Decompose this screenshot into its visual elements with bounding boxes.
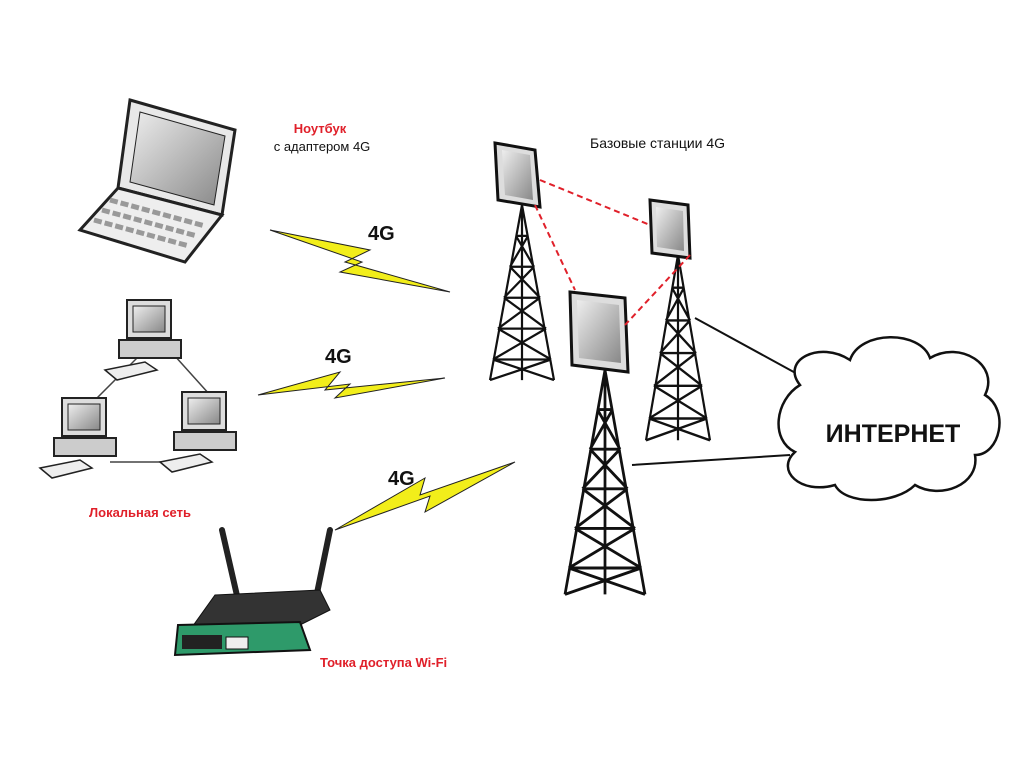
lan-icon xyxy=(39,299,237,479)
base-station-towers xyxy=(488,141,813,596)
link-4g-label: 4G xyxy=(325,346,352,368)
lightning-bolt-icon xyxy=(257,229,516,531)
link-4g-label: 4G xyxy=(368,223,395,245)
link-4g-label: 4G xyxy=(388,468,415,490)
wifi-ap-label: Точка доступа Wi-Fi xyxy=(320,655,447,670)
lan-label: Локальная сеть xyxy=(89,505,191,520)
laptop-label: Ноутбук xyxy=(294,121,347,136)
internet-cloud-icon xyxy=(777,336,1001,502)
internet-label: ИНТЕРНЕТ xyxy=(826,420,961,448)
base-stations-label: Базовые станции 4G xyxy=(590,135,725,151)
wifi-router-icon xyxy=(173,527,333,657)
laptop-sublabel: с адаптером 4G xyxy=(274,139,371,154)
laptop-icon xyxy=(77,98,237,264)
